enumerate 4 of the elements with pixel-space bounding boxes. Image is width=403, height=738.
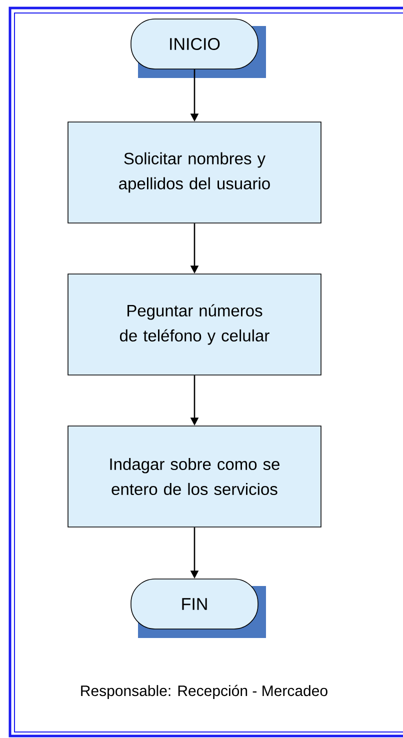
process-box: Indagar sobre como se entero de los servicios [68,426,322,528]
note-text: Responsable: Recepción - Mercadeo [81,684,328,700]
process-box: Peguntar números de teléfono y celular [68,274,322,376]
process-box: Solicitar nombres y apellidos del usuario [68,122,322,224]
